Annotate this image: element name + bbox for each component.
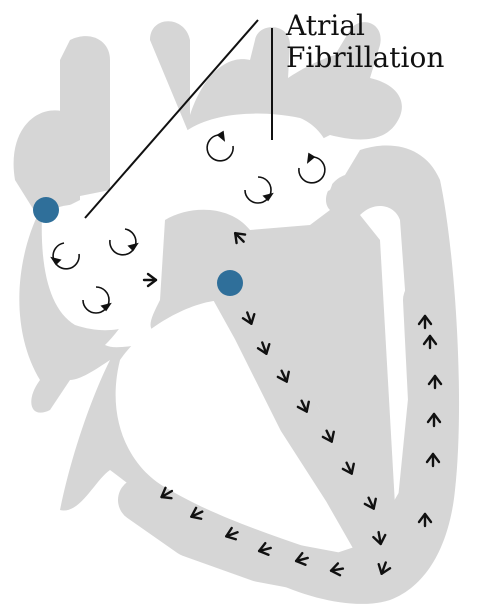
label-line-2: Fibrillation <box>286 42 444 74</box>
diagram-label: Atrial Fibrillation <box>286 10 444 74</box>
av-node <box>217 270 243 296</box>
label-line-1: Atrial <box>286 10 444 42</box>
sa-node <box>33 197 59 223</box>
